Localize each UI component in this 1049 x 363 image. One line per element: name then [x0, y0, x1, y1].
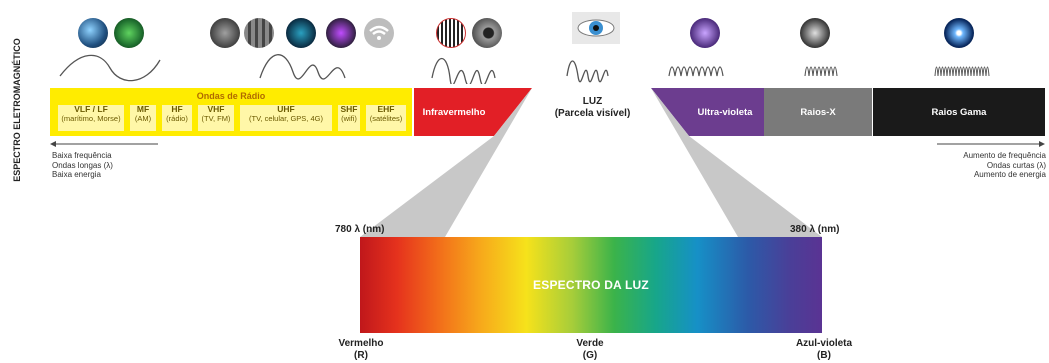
band-shf: SHF(wifi)	[338, 105, 360, 131]
server-icon	[244, 18, 274, 48]
spectrum-title: ESPECTRO ELETROMAGNÉTICO	[6, 38, 42, 182]
uv-band-shape	[651, 88, 764, 136]
left-funnel	[360, 88, 532, 237]
band-vlf-lf: VLF / LF(marítimo, Morse)	[58, 105, 124, 131]
band-ehf: EHF(satélites)	[366, 105, 406, 131]
gamma-wave	[934, 66, 990, 77]
label-red: Vermelho(R)	[338, 338, 384, 361]
uv-label: Ultra-violeta	[697, 106, 753, 118]
band-uhf: UHF(TV, celular, GPS, 4G)	[240, 105, 332, 131]
visible-wave	[566, 60, 609, 83]
spectrum-title-text: ESPECTRO DA LUZ	[533, 278, 649, 292]
xray-wave	[804, 66, 838, 77]
visible-light-label: LUZ (Parcela visível)	[554, 96, 631, 119]
xray-band: Raios-X	[764, 88, 872, 136]
band-vhf: VHF(TV, FM)	[198, 105, 234, 131]
wifi-icon	[364, 18, 394, 53]
gamma-band: Raios Gama	[873, 88, 1045, 136]
left-notes: Baixa frequência Ondas longas (λ) Baixa …	[52, 151, 113, 179]
svg-text:ESPECTRO ELETROMAGNÉTICO: ESPECTRO ELETROMAGNÉTICO	[12, 38, 22, 182]
wavelength-380: 380 λ (nm)	[790, 224, 840, 235]
label-green: Verde(G)	[576, 338, 604, 361]
security-camera-icon	[472, 18, 502, 48]
band-hf: HF(rádio)	[162, 105, 192, 131]
wave-illustrations	[59, 54, 990, 84]
infrared-band-shape	[414, 88, 532, 136]
uv-lamp-icon	[690, 18, 720, 48]
band-mf: MF(AM)	[130, 105, 156, 131]
radio-long-wave	[59, 54, 161, 82]
radio-title: Ondas de Rádio	[196, 91, 266, 101]
infrared-wave	[431, 57, 496, 84]
infrared-label: Infravermelho	[422, 106, 486, 118]
radar-screen-icon	[286, 18, 316, 48]
title-line: ESPECTRO ELETROMAGNÉTICO	[12, 38, 22, 182]
radio-waves-band: Ondas de Rádio VLF / LF(marítimo, Morse)…	[50, 88, 412, 136]
right-notes: Aumento de frequência Ondas curtas (λ) A…	[963, 151, 1046, 179]
circuit-board-icon	[114, 18, 144, 48]
right-arrow	[937, 141, 1045, 147]
radio-medium-wave	[259, 54, 346, 80]
monitor-icon	[326, 18, 356, 48]
light-spectrum-bar: ESPECTRO DA LUZ	[360, 237, 822, 333]
antenna-icon	[78, 18, 108, 48]
tablet-icon	[210, 18, 240, 48]
label-blue-violet: Azul-violeta(B)	[795, 338, 853, 361]
barcode-icon	[436, 18, 466, 48]
eye-icon	[572, 12, 620, 44]
gamma-burst-icon	[944, 18, 974, 48]
wavelength-780: 780 λ (nm)	[335, 224, 385, 235]
uv-wave	[668, 66, 724, 77]
left-arrow	[50, 141, 158, 147]
right-funnel	[651, 88, 822, 237]
xray-hand-icon	[800, 18, 830, 48]
